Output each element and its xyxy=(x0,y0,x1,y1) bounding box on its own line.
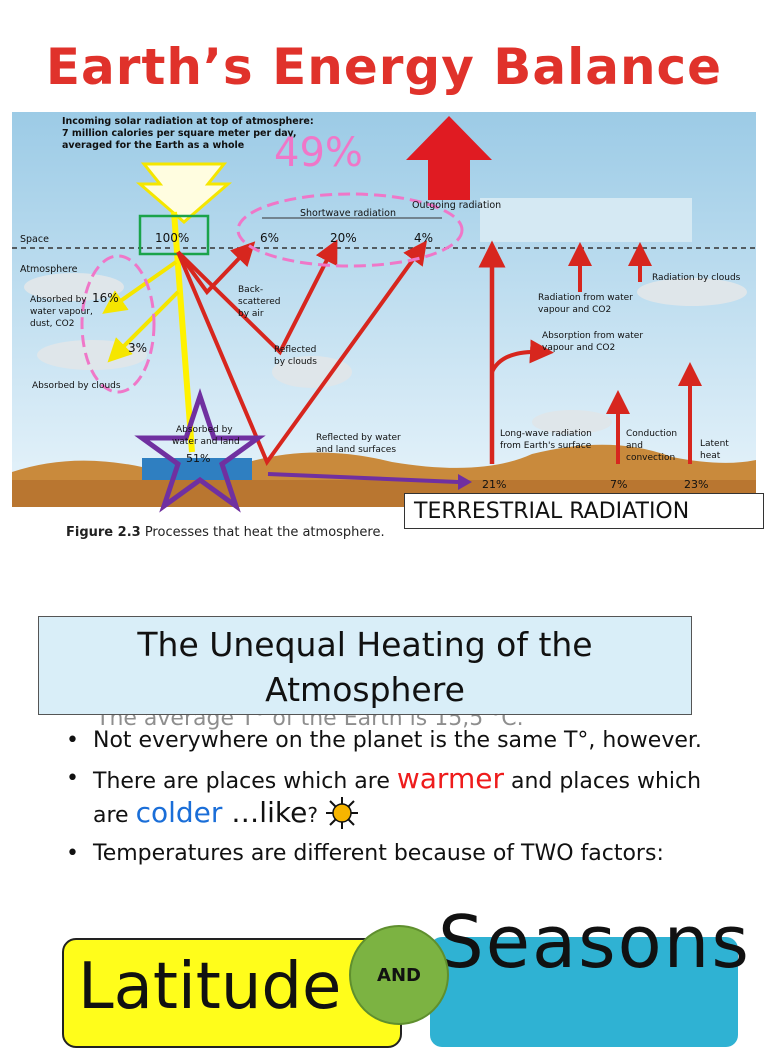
incoming-label: 7 million calories per square meter per … xyxy=(62,128,296,139)
shortwave-highlight xyxy=(236,192,464,268)
backscatter-label: Back- xyxy=(238,285,263,295)
bullet-item: Temperatures are different because of TW… xyxy=(62,840,732,868)
and-label: AND xyxy=(377,964,421,986)
cloud-icon xyxy=(24,273,124,301)
terrestrial-radiation-label: TERRESTRIAL RADIATION xyxy=(404,493,764,529)
bullet-text: and places which are xyxy=(93,769,702,828)
sky-background xyxy=(12,112,756,507)
bullet-list: Not everywhere on the planet is the same… xyxy=(62,727,732,878)
bullet-text: Not everywhere on the planet is the same… xyxy=(93,728,702,753)
percent-7-label: 7% xyxy=(610,478,627,491)
star-icon xyxy=(134,388,266,513)
backscatter-arrow xyxy=(176,241,256,296)
covered-label-box xyxy=(480,198,692,242)
atmosphere-label: Atmosphere xyxy=(20,264,78,275)
percent-51-label: 51% xyxy=(186,452,210,465)
reflected-surface-label: and land surfaces xyxy=(316,445,396,455)
backscatter-label: by air xyxy=(238,309,264,319)
reflected-clouds-label: Reflected xyxy=(274,345,316,355)
absorbed-land-label: water and land xyxy=(172,437,240,447)
percent-3-label: 3% xyxy=(128,341,147,355)
conduction-label: Conduction xyxy=(626,429,677,439)
vapour-radiation-label: Radiation from water xyxy=(538,293,633,303)
seasons-box xyxy=(430,937,738,1047)
backscatter-label: scattered xyxy=(238,297,281,307)
seasons-label: Seasons xyxy=(438,900,751,984)
solar-ray xyxy=(171,211,195,453)
vapour-radiation-label: vapour and CO2 xyxy=(538,305,611,315)
terrestrial-arrow xyxy=(267,472,459,484)
cloud-icon xyxy=(272,356,352,388)
absorbed-clouds-label: Absorbed by clouds xyxy=(32,381,121,391)
bullet-text: There are places which are xyxy=(93,769,397,794)
absorbed-dust-ray xyxy=(102,260,178,314)
bullet-text: Temperatures are different because of TW… xyxy=(93,841,664,866)
percent-49-label: 49% xyxy=(274,130,363,176)
latent-heat-label: heat xyxy=(700,451,721,461)
shortwave-label: Shortwave radiation xyxy=(300,208,396,219)
percent-6-label: 6% xyxy=(260,231,279,245)
like-word: …like xyxy=(222,796,308,829)
percent-20-label: 20% xyxy=(330,231,357,245)
figure-caption: Figure 2.3 Processes that heat the atmos… xyxy=(66,525,385,540)
warmer-word: warmer xyxy=(396,762,504,795)
conduction-label: and xyxy=(626,441,643,451)
vapour-absorption-label: Absorption from water xyxy=(542,331,643,341)
question-mark: ? xyxy=(307,803,318,827)
percent-23-label: 23% xyxy=(684,478,708,491)
bullet-item: Not everywhere on the planet is the same… xyxy=(62,727,732,755)
absorbed-vapour-label: water vapour, xyxy=(30,307,93,317)
absorbed-clouds-ray xyxy=(107,290,180,363)
vapour-absorption-label: vapour and CO2 xyxy=(542,343,615,353)
cloud-radiation-label: Radiation by clouds xyxy=(652,273,741,283)
absorbed-highlight xyxy=(80,254,156,394)
cloud-reflection-arrow xyxy=(176,239,338,356)
bullet-item: There are places which are warmer and pl… xyxy=(62,765,732,830)
percent-4-label: 4% xyxy=(414,231,433,245)
incoming-solar-arrow-icon xyxy=(135,162,233,224)
percent-21-label: 21% xyxy=(482,478,506,491)
cloud-icon xyxy=(637,278,747,306)
page-title: Earth’s Energy Balance xyxy=(45,38,723,96)
section-heading-line: Atmosphere xyxy=(265,670,465,709)
absorbed-vapour-label: Absorbed by xyxy=(30,295,87,305)
conduction-label: convection xyxy=(626,453,675,463)
latitude-label: Latitude xyxy=(78,950,342,1024)
surface-reflection-arrow xyxy=(176,240,428,467)
reflected-clouds-label: by clouds xyxy=(274,357,317,367)
percent-100-label: 100% xyxy=(155,231,189,245)
outgoing-label: Outgoing radiation xyxy=(412,200,501,211)
section-heading-line: The Unequal Heating of the xyxy=(137,625,593,664)
longwave-label: Long-wave radiation xyxy=(500,429,592,439)
latent-heat-label: Latent xyxy=(700,439,729,449)
absorption-curve-arrow xyxy=(490,339,554,373)
latitude-box xyxy=(62,938,402,1048)
and-circle: AND xyxy=(349,925,449,1025)
sun-icon xyxy=(325,797,358,829)
incoming-label: Incoming solar radiation at top of atmos… xyxy=(62,116,314,127)
outgoing-radiation-arrow-icon xyxy=(406,116,492,200)
longwave-label: from Earth's surface xyxy=(500,441,592,451)
incoming-label: averaged for the Earth as a whole xyxy=(62,140,244,151)
energy-balance-diagram: Incoming solar radiation at top of atmos… xyxy=(12,112,756,542)
reflected-surface-label: Reflected by water xyxy=(316,433,401,443)
section-heading: The Unequal Heating of the Atmosphere xyxy=(38,616,692,715)
percent-16-label: 16% xyxy=(92,291,119,305)
cloud-icon xyxy=(532,410,612,434)
terrestrial-arrowhead-icon xyxy=(458,474,472,490)
incoming-100-box xyxy=(138,214,210,256)
absorbed-vapour-label: dust, CO2 xyxy=(30,319,74,329)
absorbed-land-label: Absorbed by xyxy=(176,425,233,435)
colder-word: colder xyxy=(135,796,223,829)
space-label: Space xyxy=(20,234,49,245)
